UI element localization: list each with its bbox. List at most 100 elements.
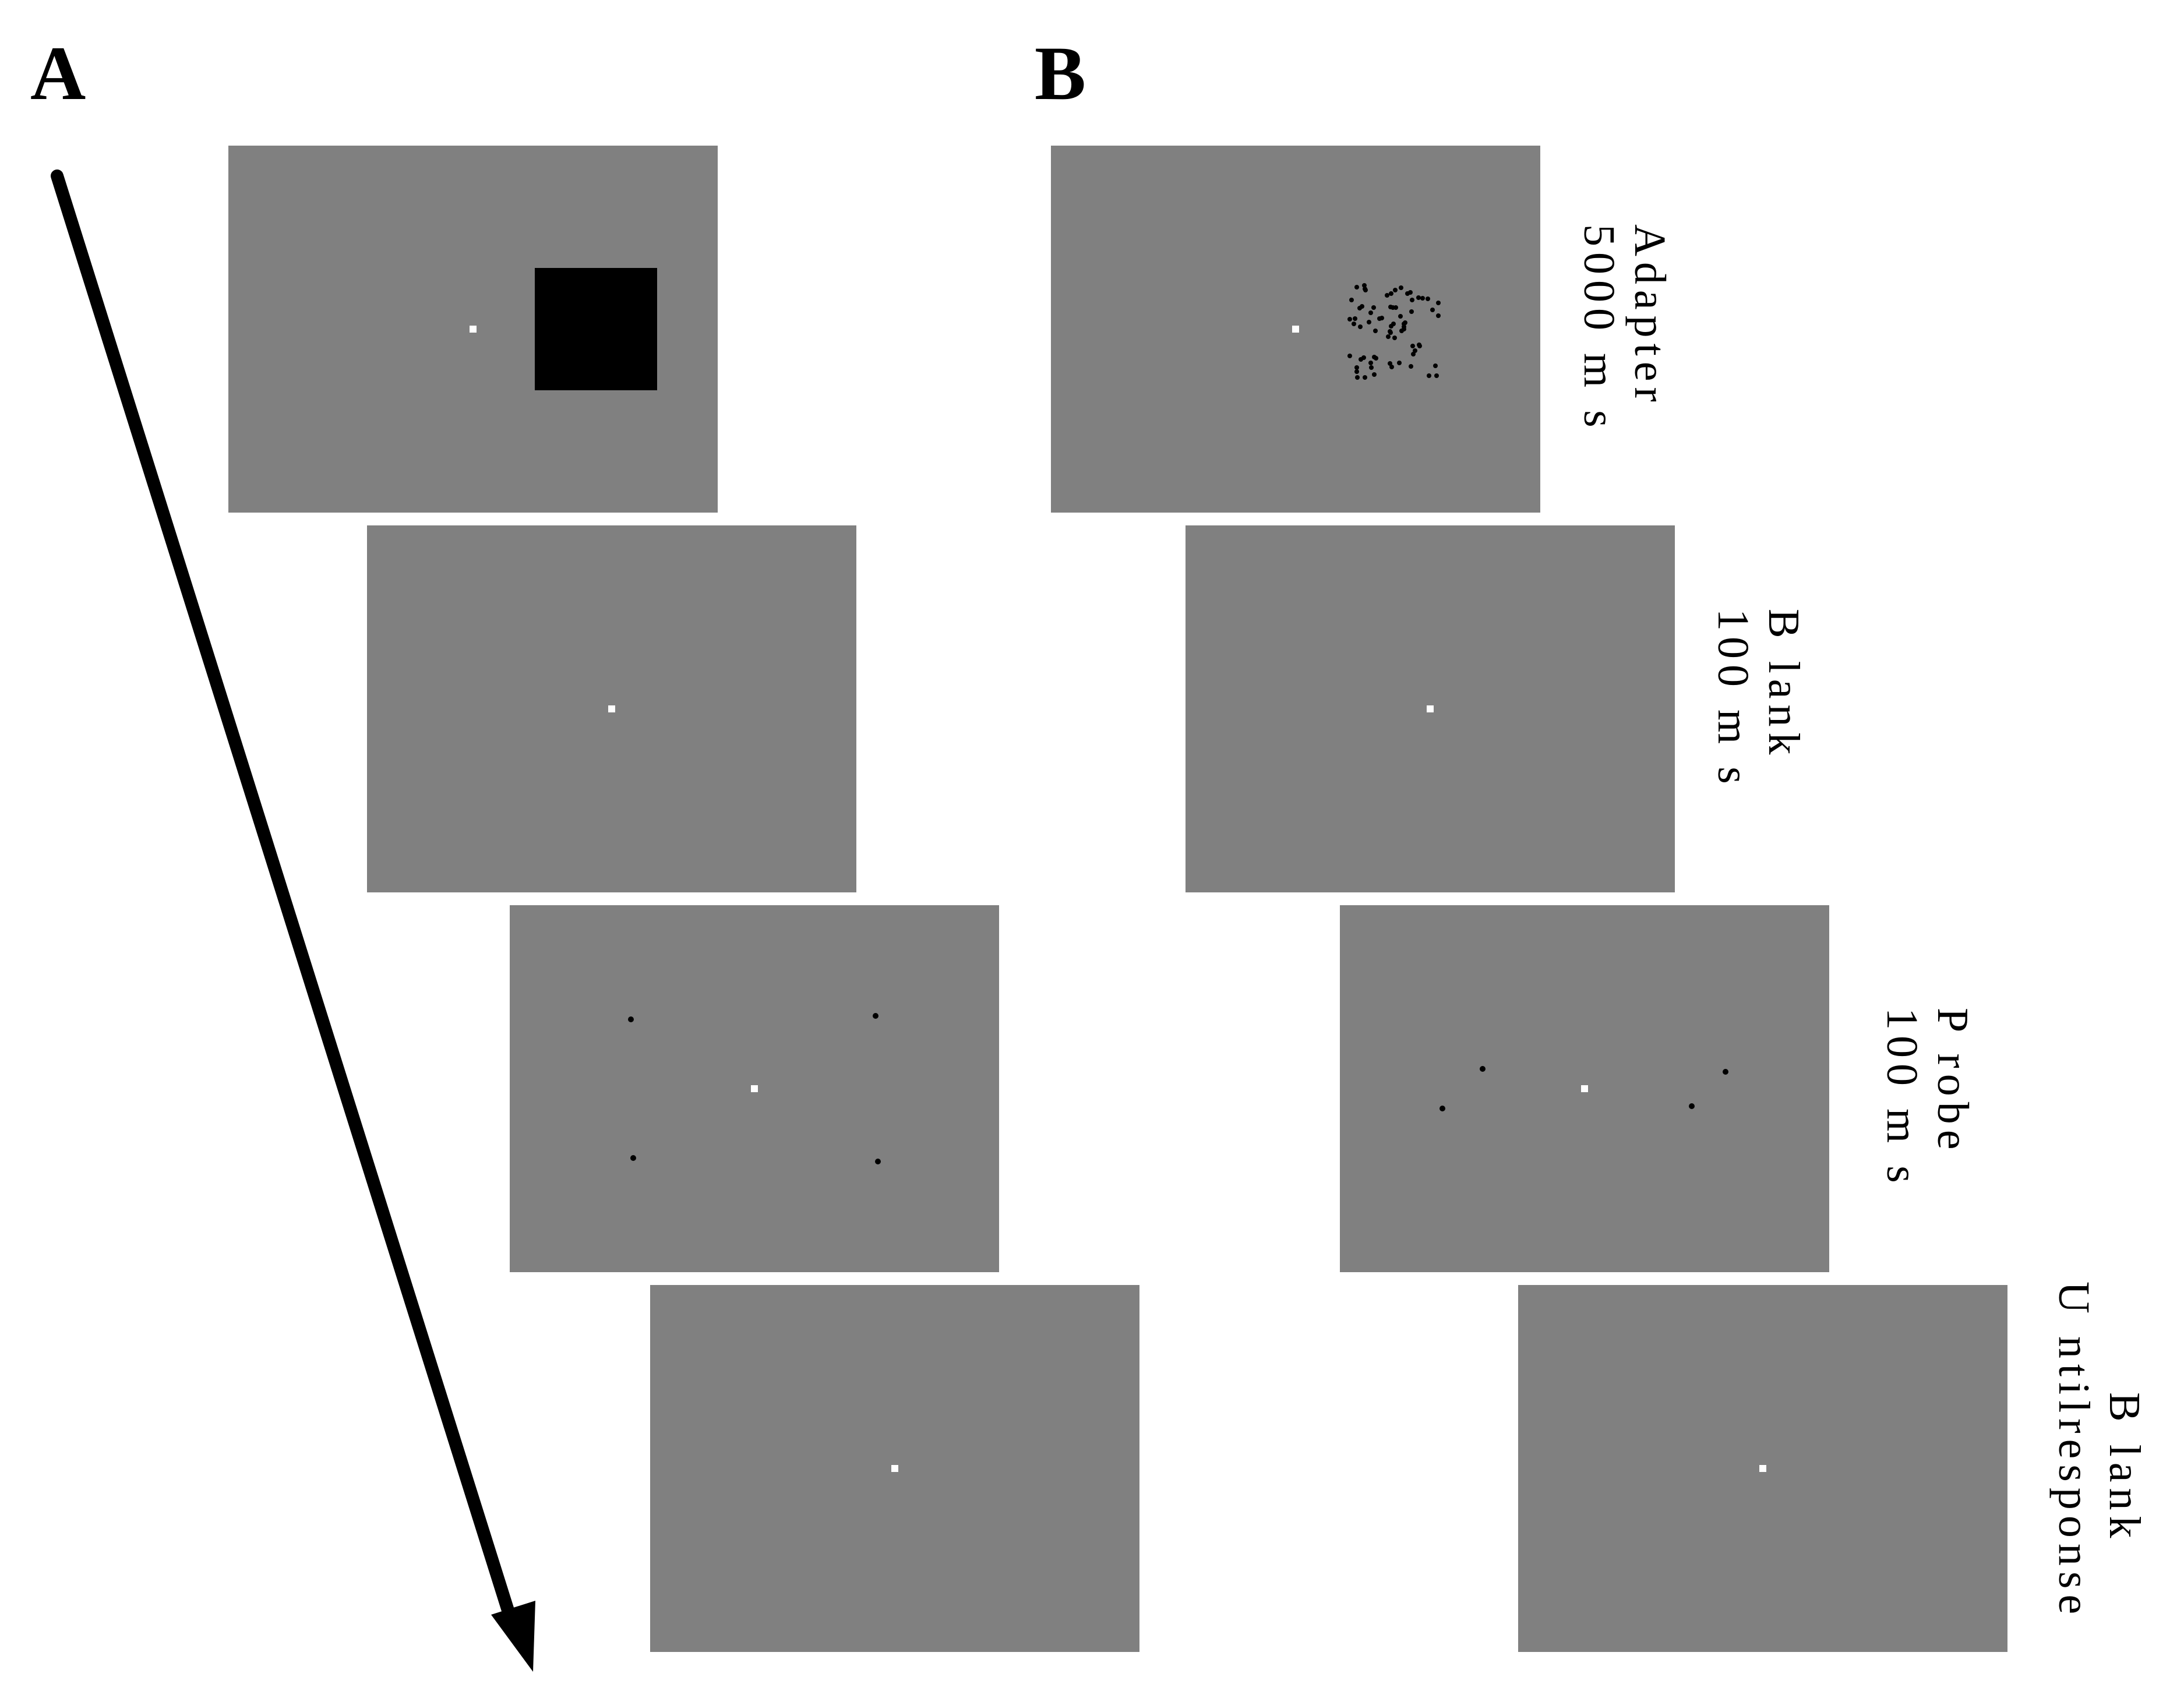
adapter-dot [1347, 354, 1353, 358]
probe-dot [628, 1016, 634, 1022]
adapter-dot [1363, 375, 1368, 380]
adapter-dot [1393, 305, 1398, 310]
adapter-dot [1389, 291, 1394, 296]
fixation-point [608, 705, 615, 712]
adapter-dot [1362, 283, 1367, 288]
adapter-dot [1408, 364, 1413, 369]
adapter-dot [1354, 369, 1359, 375]
panel-b-adapter-screen [1051, 146, 1540, 513]
adapter-dot [1413, 348, 1418, 353]
adapter-dot [1399, 328, 1404, 333]
stage-name: B lank [1759, 609, 1808, 761]
time-arrow-head [491, 1601, 535, 1672]
adapter-dot [1354, 285, 1360, 290]
adapter-dot [1409, 298, 1414, 303]
adapter-dot [1379, 316, 1385, 320]
adapter-dot [1377, 316, 1382, 322]
panel-a-blank-screen [367, 525, 856, 892]
stage-duration: 100 m s [1877, 1008, 1927, 1189]
adapter-dot [1347, 316, 1353, 322]
panel-a-adapter-screen [228, 146, 718, 513]
panel-b-final-blank-screen [1518, 1285, 2007, 1652]
adapter-dot [1354, 365, 1359, 370]
adapter-dot [1391, 322, 1396, 327]
adapter-dot [1398, 313, 1403, 319]
fixation-point [751, 1085, 758, 1092]
adapter-dot [1401, 327, 1406, 332]
adapter-dot [1435, 313, 1441, 318]
adapter-dot [1368, 360, 1373, 365]
adapter-dot [1410, 343, 1415, 348]
adapter-dot [1434, 373, 1439, 379]
adapter-dot [1358, 324, 1363, 330]
adapter-dot [1369, 365, 1374, 370]
fixation-point [1427, 705, 1434, 712]
probe-dot [1689, 1103, 1695, 1109]
time-arrow-shaft [51, 170, 519, 1632]
adapter-dot [1367, 319, 1372, 324]
adapter-dot [1388, 329, 1393, 334]
adapter-dot [1362, 286, 1367, 291]
fixation-point [1581, 1085, 1588, 1092]
fixation-point [1292, 326, 1299, 333]
adapter-dot [1403, 320, 1408, 326]
adapter-dot [1396, 360, 1402, 365]
adapter-dot [1388, 305, 1393, 310]
adapter-dot [1353, 316, 1358, 321]
panel-b-letter: B [1035, 30, 1086, 116]
fixation-point [1759, 1465, 1766, 1472]
stage-duration: U ntilresponse [2049, 1281, 2098, 1621]
adapter-dot [1430, 308, 1435, 313]
adapter-dot [1371, 305, 1377, 310]
stage-duration: 100 m s [1708, 609, 1758, 790]
stage-label-final-blank: B lank U ntilresponse [2048, 1281, 2150, 1620]
adapter-dot [1361, 355, 1366, 360]
panel-a-letter: A [30, 30, 86, 116]
adapter-dot [1351, 321, 1356, 326]
adapter-dot [1389, 324, 1394, 329]
adapter-dot [1435, 301, 1441, 306]
adapter-dot [1355, 375, 1360, 380]
adapter-dot [1420, 295, 1426, 301]
stage-label-blank: B lank 100 m s [1707, 609, 1809, 790]
panel-b-probe-screen [1340, 905, 1829, 1272]
adapter-dot [1368, 310, 1373, 316]
adapter-dot [1401, 324, 1406, 329]
adapter-dot [1408, 290, 1413, 295]
adapter-dot [1388, 361, 1393, 366]
probe-dot [1723, 1069, 1728, 1075]
fixation-point [470, 326, 477, 333]
panel-a-probe-screen [510, 905, 999, 1272]
adapter-dot [1425, 296, 1430, 302]
adapter-dot [1405, 291, 1410, 296]
probe-dot [630, 1155, 636, 1161]
adapter-dot [1384, 293, 1389, 298]
adapter-dot [1386, 334, 1391, 340]
adapter-dot [1427, 373, 1432, 378]
adapter-dot [1359, 303, 1364, 309]
adapter-dot [1373, 329, 1378, 334]
fixation-point [891, 1465, 898, 1472]
adapter-dot [1409, 309, 1414, 314]
adapter-dot [1349, 297, 1354, 302]
probe-dot [875, 1159, 881, 1164]
adapter-dot [1433, 363, 1438, 368]
adapter-dot [1389, 364, 1394, 369]
stage-label-probe: P robe 100 m s [1876, 1008, 1978, 1189]
adapter-dot [1391, 305, 1396, 310]
panel-a-final-blank-screen [650, 1285, 1139, 1652]
stage-name: Adapter [1625, 224, 1674, 408]
probe-dot [873, 1013, 878, 1019]
adapter-square [535, 268, 657, 390]
stage-name: B lank [2100, 1392, 2149, 1544]
adapter-dot [1398, 285, 1403, 290]
adapter-dot [1359, 356, 1364, 362]
adapter-dot [1392, 335, 1398, 340]
adapter-dot [1393, 288, 1398, 293]
probe-dot [1480, 1066, 1486, 1072]
adapter-dot [1416, 295, 1421, 301]
adapter-dot [1416, 343, 1421, 348]
panel-b-blank-screen [1186, 525, 1675, 892]
